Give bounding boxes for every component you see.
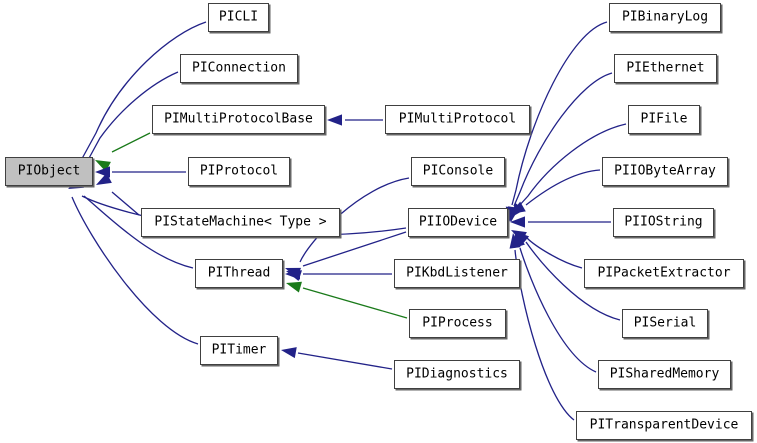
class-node-piconnection[interactable]: PIConnection xyxy=(180,54,298,83)
class-node-piiobytearray[interactable]: PIIOByteArray xyxy=(602,157,728,186)
class-node-piconsole[interactable]: PIConsole xyxy=(411,157,505,186)
edge-line xyxy=(526,237,583,269)
edge-piserial-to-piiodevice xyxy=(514,231,621,321)
edge-arrowhead xyxy=(514,231,530,245)
edge-piiostring-to-piiodevice xyxy=(510,216,611,228)
class-node-label: PIIODevice xyxy=(418,214,498,230)
edge-piethernet-to-piiodevice xyxy=(508,72,613,222)
class-node-pibinarylog[interactable]: PIBinaryLog xyxy=(609,3,721,32)
edge-line xyxy=(513,72,613,207)
class-node-piobject[interactable]: PIObject xyxy=(5,157,93,186)
edge-line xyxy=(511,21,608,206)
edge-arrowhead xyxy=(96,173,112,185)
edge-piprocess-to-pithread xyxy=(286,281,408,319)
edge-arrowhead xyxy=(510,201,526,214)
edge-arrowhead xyxy=(286,281,302,293)
edge-line xyxy=(87,71,179,161)
edge-line xyxy=(83,195,194,269)
edge-line xyxy=(111,132,151,153)
class-node-piprotocol[interactable]: PIProtocol xyxy=(188,157,290,186)
class-node-pistatemachine[interactable]: PIStateMachine< Type > xyxy=(141,208,340,237)
edge-line xyxy=(519,247,597,373)
class-node-label: PIConsole xyxy=(422,163,494,179)
class-node-pitransparentdevice[interactable]: PITransparentDevice xyxy=(576,411,752,440)
edge-pimultiprotocol-to-pimultiprotocolbase xyxy=(327,114,383,126)
edge-piiobytearray-to-piiodevice xyxy=(510,169,601,214)
edge-pistatemachine-to-piobject xyxy=(96,173,140,216)
class-node-pikbdlistener[interactable]: PIKbdListener xyxy=(394,259,520,288)
class-node-label: PIThread xyxy=(207,265,271,281)
class-node-label: PITransparentDevice xyxy=(589,417,739,433)
class-node-label: PIBinaryLog xyxy=(621,9,709,25)
class-node-label: PIKbdListener xyxy=(406,265,508,281)
class-node-piethernet[interactable]: PIEthernet xyxy=(614,54,717,83)
edge-line xyxy=(525,169,601,206)
edge-arrowhead xyxy=(285,268,300,280)
edge-arrowhead xyxy=(281,347,297,359)
class-node-piprocess[interactable]: PIProcess xyxy=(409,309,506,338)
edge-line xyxy=(77,21,207,167)
class-node-pitimer[interactable]: PITimer xyxy=(200,336,278,365)
edge-arrowhead xyxy=(327,114,342,126)
class-node-pisharedmemory[interactable]: PISharedMemory xyxy=(598,360,731,389)
edge-line xyxy=(514,249,575,421)
class-node-label: PISerial xyxy=(633,315,697,331)
class-node-piserial[interactable]: PISerial xyxy=(622,309,708,338)
edge-arrowhead xyxy=(509,233,521,249)
class-node-piiodevice[interactable]: PIIODevice xyxy=(408,208,508,237)
class-node-label: PIPacketExtractor xyxy=(597,265,731,281)
class-node-pidiagnostics[interactable]: PIDiagnostics xyxy=(394,360,520,389)
class-node-pimultiprotocol[interactable]: PIMultiProtocol xyxy=(385,105,530,134)
class-node-picli[interactable]: PICLI xyxy=(208,3,269,32)
class-node-label: PIConnection xyxy=(192,60,286,76)
class-node-label: PISharedMemory xyxy=(609,366,720,382)
class-node-label: PITimer xyxy=(211,342,267,358)
class-node-piiostring[interactable]: PIIOString xyxy=(613,208,714,237)
class-node-label: PIMultiProtocol xyxy=(398,111,517,127)
edge-line xyxy=(302,231,407,267)
class-node-label: PIMultiProtocolBase xyxy=(164,111,313,127)
edge-line xyxy=(71,196,199,345)
edge-line xyxy=(111,191,140,216)
class-node-label: PIProtocol xyxy=(199,163,279,179)
class-node-label: PIDiagnostics xyxy=(406,366,508,382)
class-node-pithread[interactable]: PIThread xyxy=(195,259,283,288)
edge-pitimer-to-piobject xyxy=(66,176,199,345)
edge-line xyxy=(517,123,627,208)
edge-pidiagnostics-to-pitimer xyxy=(281,347,393,370)
class-node-label: PIIOByteArray xyxy=(614,163,716,179)
class-node-pimultiprotocolbase[interactable]: PIMultiProtocolBase xyxy=(152,105,325,134)
class-node-label: PIFile xyxy=(640,111,688,127)
class-node-label: PIStateMachine< Type > xyxy=(154,214,327,230)
edge-line xyxy=(525,241,621,321)
class-node-label: PICLI xyxy=(218,9,259,25)
edge-line xyxy=(302,287,408,319)
class-node-pipacketextractor[interactable]: PIPacketExtractor xyxy=(584,259,744,288)
edge-pimultiprotocolbase-to-piobject xyxy=(95,132,151,172)
edge-piprotocol-to-piobject xyxy=(95,166,186,178)
edge-pikbdlistener-to-pithread xyxy=(285,268,392,280)
class-node-label: PIProcess xyxy=(422,315,493,331)
class-node-label: PIObject xyxy=(17,163,81,179)
class-node-pifile[interactable]: PIFile xyxy=(628,105,700,134)
class-node-label: PIEthernet xyxy=(626,60,705,76)
edge-arrowhead xyxy=(510,216,525,228)
edge-line xyxy=(297,352,393,370)
class-node-label: PIIOString xyxy=(624,214,703,230)
